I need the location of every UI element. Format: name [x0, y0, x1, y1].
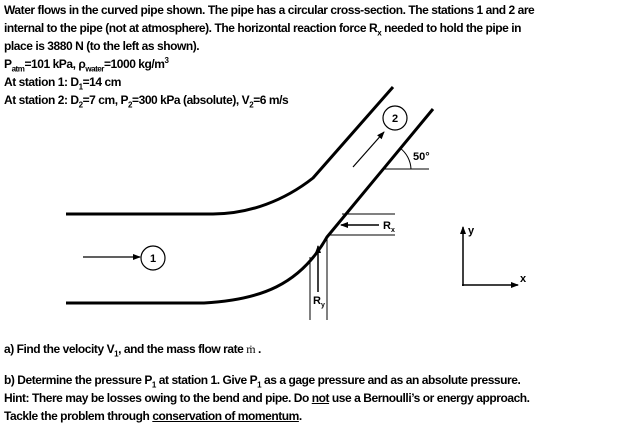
pipe-upper-wall [66, 86, 395, 216]
text: =7 cm, P [82, 93, 129, 107]
subscript: water [85, 64, 104, 74]
given-properties: Patm=101 kPa, ρwater=1000 kg/m3 [4, 56, 169, 74]
tackle-line: Tackle the problem through conservation … [4, 408, 302, 424]
subscript: 1 [151, 380, 156, 390]
text: , and the mass flow rate [118, 342, 247, 356]
angle-arc [399, 147, 412, 170]
problem-line-1: Water flows in the curved pipe shown. Th… [4, 2, 535, 18]
subscript: 1 [114, 349, 119, 359]
station-2-info: At station 2: D2=7 cm, P2=300 kPa (absol… [4, 92, 289, 110]
station-2-label: 2 [392, 113, 398, 125]
text: as a gage pressure and as an absolute pr… [261, 373, 521, 387]
subscript: x [377, 28, 382, 38]
station-2-marker [382, 105, 408, 131]
text: =300 kPa (absolute), V [132, 93, 250, 107]
y-axis-label: y [468, 225, 475, 237]
text: =6 m/s [253, 93, 289, 107]
subscript: 2 [249, 100, 254, 110]
text: =101 kPa, ρ [24, 57, 86, 71]
subscript: 1 [257, 380, 262, 390]
station-1-label: 1 [150, 253, 156, 265]
station-1-marker [140, 245, 166, 271]
subscript: 2 [78, 100, 83, 110]
question-b: b) Determine the pressure P1 at station … [4, 372, 521, 390]
problem-line-2: internal to the pipe (not at atmosphere)… [4, 20, 522, 38]
underlined-text: not [311, 391, 330, 405]
subscript: atm [11, 64, 25, 74]
text: . [298, 409, 302, 423]
text: . [255, 342, 261, 356]
subscript: 2 [128, 100, 133, 110]
text: needed to hold the pipe in [381, 21, 522, 35]
question-a: a) Find the velocity V1, and the mass fl… [4, 341, 261, 359]
text: Tackle the problem through [4, 409, 153, 423]
ry-label: Ry [313, 295, 325, 309]
text: At station 2: D [4, 93, 79, 107]
text: Hint: There may be losses owing to the b… [4, 391, 312, 405]
problem-line-3: place is 3880 N (to the left as shown). [4, 38, 200, 54]
text: place is 3880 N (to the left as shown). [4, 39, 200, 53]
flow-arrow-2 [352, 131, 385, 168]
text: Water flows in the curved pipe shown. Th… [4, 3, 535, 17]
superscript: 3 [164, 56, 169, 65]
pipe-lower-wall [66, 108, 435, 305]
text: =14 cm [82, 75, 122, 89]
rx-label: Rx [383, 220, 395, 234]
text: use a Bernoulli’s or energy approach. [329, 391, 530, 405]
text: internal to the pipe (not at atmosphere)… [4, 21, 378, 35]
text: at station 1. Give P [155, 373, 258, 387]
text: b) Determine the pressure P [4, 373, 152, 387]
x-axis-label: x [520, 273, 527, 285]
mdot-symbol: ṁ [246, 342, 256, 356]
hint-line: Hint: There may be losses owing to the b… [4, 390, 530, 406]
text: a) Find the velocity V [4, 342, 115, 356]
subscript: 1 [78, 82, 83, 92]
text: =1000 kg/m [103, 57, 165, 71]
angle-label: 50° [413, 151, 430, 163]
text: At station 1: D [4, 75, 79, 89]
station-1-info: At station 1: D1=14 cm [4, 74, 122, 92]
underlined-text: conservation of momentum [152, 409, 299, 423]
text: P [4, 57, 12, 71]
